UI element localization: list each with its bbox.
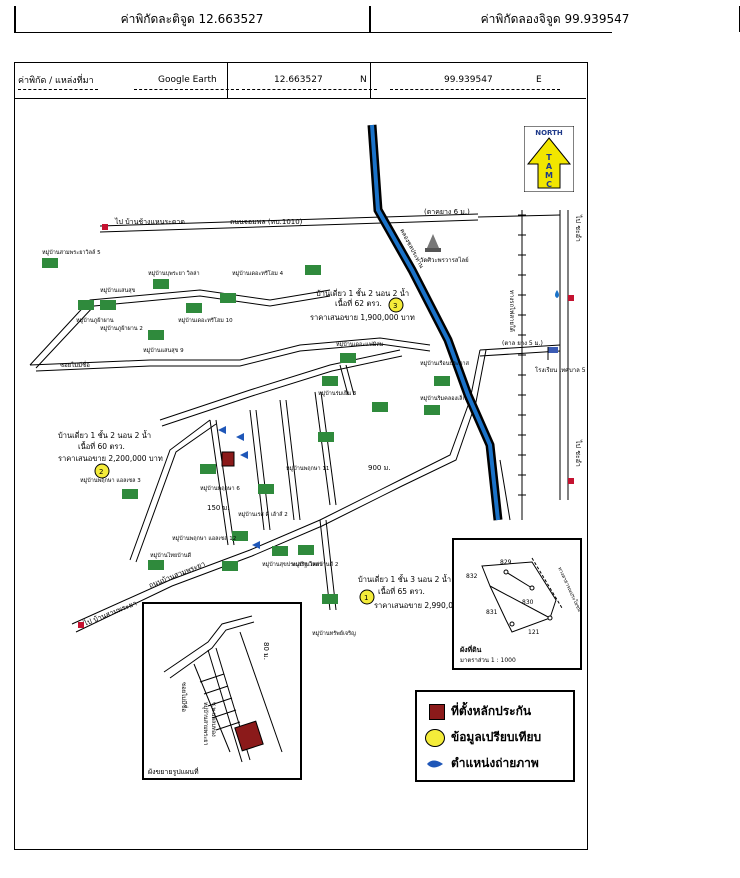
plot-title: ผังที่ดิน xyxy=(460,644,482,654)
plot-inset: 829 832 830 831 121 ทางสาธารณประโยชน์ ผั… xyxy=(452,538,582,670)
collateral-swatch xyxy=(429,703,445,720)
distance-5km: (ตาล ยาง 5 ม.) xyxy=(502,340,543,347)
lot-830: 830 xyxy=(522,599,534,606)
enlarged-label-1: หมู่บ้านสามพระยา xyxy=(202,702,209,746)
lot-832: 832 xyxy=(466,573,478,580)
village-label: หมู่บ้านพฤกษา 11 xyxy=(286,465,329,472)
photo-direction-icon xyxy=(427,760,443,767)
lon-value: 99.939547 xyxy=(444,75,493,85)
village-label: หมู่บ้านเดอะแฟมิล่ม xyxy=(336,341,384,348)
enlarged-soi-label: ซอยไม่มีชื่อ xyxy=(180,682,188,712)
top-road-left-label: ไป บ้านช้างแหนระดาด xyxy=(114,217,185,226)
village-label: หมู่บ้านริมคลองเล็ก xyxy=(420,394,466,402)
north-text: NORTH xyxy=(535,129,563,137)
enlarged-80m: 80 ม. xyxy=(262,642,270,660)
distance-150: 150 ม. xyxy=(207,504,229,512)
village-label: หมู่บ้านภูฝ้าผาน xyxy=(76,317,114,324)
comparable-1-num: 1 xyxy=(364,594,368,602)
legend: ที่ตั้งหลักประกัน ข้อมูลเปรียบเทียบ ตำแห… xyxy=(415,690,575,782)
top-road-right-label: (ตาคยาง 6 ม.) xyxy=(424,208,470,216)
comparable-3-line1: บ้านเดี่ยว 1 ชั้น 2 นอน 2 น้ำ xyxy=(316,288,409,298)
lot-829: 829 xyxy=(500,559,512,566)
distance-900: 900 ม. xyxy=(368,464,390,472)
enlarged-label-2: ซ.พ.แหลมทอง xyxy=(210,702,217,737)
lot-831: 831 xyxy=(486,609,498,616)
comparable-swatch xyxy=(425,728,445,747)
legend-photo: ตำแหน่งถ่ายภาพ xyxy=(451,756,539,770)
village-label: หมู่บ้านแสนสุข 9 xyxy=(143,347,184,354)
school-label: โรงเรียน เทศบาล 5 xyxy=(535,366,586,374)
comparable-2-line3: ราคาเสนอขาย 2,200,000 บาท xyxy=(58,454,163,463)
village-label: หมู่บ้านเรส ดี เฮ้าส์ 2 xyxy=(238,511,288,518)
rail-label: ทางรถไฟสายใต้ xyxy=(508,290,516,332)
village-label: หมู่บ้านเดอะทรีโฮม 10 xyxy=(178,316,233,324)
village-label: หมู่บ้านพฤกษา แอลเซล 3 xyxy=(80,477,141,484)
village-label: หมู่บ้านแสนสุข xyxy=(100,287,136,294)
enlarged-inset: 80 ม. ซอยไม่มีชื่อ หมู่บ้านสามพระยา ซ.พ.… xyxy=(142,602,302,780)
village-label: หมู่บ้านไทยบ้านดี xyxy=(150,552,192,559)
soi-label: ซอยไม่มีชื่อ xyxy=(60,361,90,369)
comparable-3-line2: เนื้อที่ 62 ตรว. xyxy=(335,298,382,308)
comparable-3-line3: ราคาเสนอขาย 1,900,000 บาท xyxy=(310,313,415,322)
lat-value: 12.663527 xyxy=(274,75,323,85)
village-label: หมู่บ้านไทยบ้านดี 2 xyxy=(292,561,338,568)
comparable-2-line2: เนื้อที่ 60 ตรว. xyxy=(78,441,125,451)
village-label: หมู่บ้านเรือนประภาส xyxy=(420,360,470,367)
comparable-1-line1: บ้านเดี่ยว 1 ชั้น 3 นอน 2 น้ำ xyxy=(358,574,451,584)
right-road-label-1: ไป ชะอำ xyxy=(574,214,583,242)
comparable-2-line1: บ้านเดี่ยว 1 ชั้น 2 นอน 2 น้ำ xyxy=(58,430,151,440)
village-label: หมู่บ้านร่มเย็น 3 xyxy=(318,389,357,397)
north-letter-t: T xyxy=(546,153,552,162)
latitude-label: ค่าพิกัดละติจูด 12.663527 xyxy=(14,6,368,32)
comparable-3-num: 3 xyxy=(393,302,397,310)
coordinate-bar: ค่าพิกัดละติจูด 12.663527 ค่าพิกัดลองจิจ… xyxy=(0,0,740,34)
lon-dir: E xyxy=(536,75,542,85)
village-label: หมู่บ้านเดอะทรีโฮม 4 xyxy=(232,269,284,277)
temple-label: วัดศิวะพรวารสไลย์ xyxy=(420,256,469,264)
north-badge: NORTH T A M C xyxy=(524,126,574,192)
village-label: หมู่บ้านทรัพย์เจริญ xyxy=(312,630,356,637)
village-label: หมู่บ้านพฤกษา 6 xyxy=(200,485,240,492)
north-letter-m: M xyxy=(545,171,553,180)
comparable-1-line3: ราคาเสนอขาย 2,990,000 บาท xyxy=(374,601,479,610)
lot-121: 121 xyxy=(528,629,540,636)
village-label: หมู่บ้านพฤกษา แอลเซล 12 xyxy=(172,535,236,542)
right-road-label-2: ไป ชะอำ xyxy=(574,439,583,467)
village-label: หมู่บ้านภูฝ้าผาน 2 xyxy=(100,325,143,332)
enlarged-title: ผังขยายรูปแผนที่ xyxy=(148,767,199,776)
map-header: ค่าพิกัด / แหล่งที่มา Google Earth 12.66… xyxy=(14,62,586,99)
comparable-1-line2: เนื้อที่ 65 ตรว. xyxy=(378,586,425,596)
coord-source-label: ค่าพิกัด / แหล่งที่มา xyxy=(18,76,94,86)
bottom-road-left-label: ไป บ้านสามพระยา xyxy=(81,598,138,628)
legend-comparable: ข้อมูลเปรียบเทียบ xyxy=(451,730,542,744)
village-label: หมู่บ้านสามพระยาวิลล์ 5 xyxy=(42,249,101,256)
comparable-2-num: 2 xyxy=(99,468,103,476)
top-road-label: ถนนจอมพล (ทบ.1010) xyxy=(230,218,303,226)
plot-scale: มาตราส่วน 1 : 1000 xyxy=(460,657,516,664)
lat-dir: N xyxy=(360,75,367,85)
north-letter-c: C xyxy=(546,180,552,189)
village-label: หมู่บ้านบุพระยา วิลล่า xyxy=(148,270,200,277)
north-letter-a: A xyxy=(546,162,553,171)
village-label: หมู่บ้านสุขประเสริฐ วิลล่า xyxy=(262,561,322,568)
source-value: Google Earth xyxy=(158,75,217,85)
legend-collateral: ที่ตั้งหลักประกัน xyxy=(451,704,532,718)
